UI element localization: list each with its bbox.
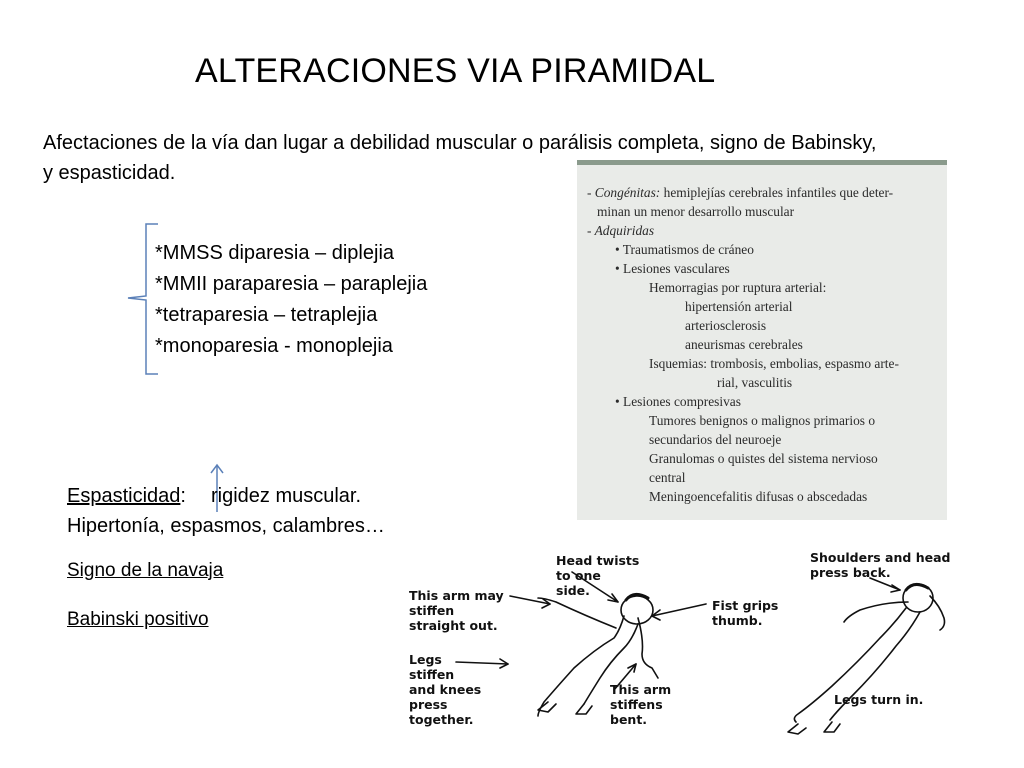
scan-line: arteriosclerosis [685,318,767,333]
left-brace [127,223,158,375]
babinski-link[interactable]: Babinski positivo [67,609,209,630]
causes-scanned-text: - Congénitas: hemiplejías cerebrales inf… [577,160,947,520]
scan-line: • Lesiones vasculares [615,261,730,276]
body-figures-drawing [455,571,946,735]
intro-paragraph: Afectaciones de la vía dan lugar a debil… [43,132,877,184]
list-item: *MMSS diparesia – diplejia [155,242,395,264]
scan-line: rial, vasculitis [717,375,793,390]
list-item: *MMII paraparesia – paraplejia [155,273,428,295]
page-title: ALTERACIONES VIA PIRAMIDAL [195,52,716,90]
list-item: *monoparesia - monoplejia [155,335,393,357]
scan-line: central [649,470,686,485]
scan-line: secundarios del neuroeje [649,432,782,447]
list-item: *tetraparesia – tetraplejia [155,304,378,326]
navaja-link[interactable]: Signo de la navaja [67,560,224,581]
adquiridas-label: - Adquiridas [587,223,655,238]
scan-line: minan un menor desarrollo muscular [597,204,795,219]
scan-line: • Traumatismos de cráneo [615,242,754,257]
caption-legs-turn-in: Legs turn in. [834,692,924,707]
scan-line: Meningoencefalitis difusas o abscedadas [649,489,868,504]
scan-line: hipertensión arterial [685,299,793,314]
up-arrow-icon [210,463,224,512]
scan-line: Hemorragias por ruptura arterial: [649,280,827,295]
congenitas-line: - Congénitas: hemiplejías cerebrales inf… [587,185,894,200]
scan-line: Isquemias: trombosis, embolias, espasmo … [649,356,899,371]
scan-line: aneurismas cerebrales [685,337,803,352]
scan-line: • Lesiones compresivas [615,394,741,409]
espasticidad-block: Espasticidad:rigidez muscular. Hipertoní… [67,481,385,541]
scan-line: Granulomas o quistes del sistema nervios… [649,451,878,466]
paresis-types-list: *MMSS diparesia – diplejia *MMII parapar… [155,238,427,362]
espasticidad-line2: Hipertonía, espasmos, calambres… [67,515,385,537]
rigidez-text: rigidez muscular. [210,485,362,507]
espasticidad-term: Espasticidad [67,485,181,507]
scan-line: Tumores benignos o malignos primarios o [649,413,876,428]
